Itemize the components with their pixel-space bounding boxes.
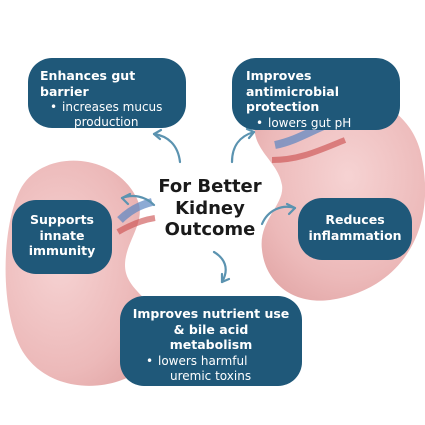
curved-arrow-icon: [230, 130, 256, 164]
benefit-bullet: • lowers harmful uremic toxins: [132, 354, 290, 384]
benefit-nutrient-use: Improves nutrient use & bile acid metabo…: [120, 296, 302, 386]
bullet-icon: •: [256, 115, 264, 130]
benefit-bullet-text: production: [74, 115, 139, 130]
bullet-icon: •: [50, 100, 58, 115]
benefit-title: Improves nutrient use: [132, 306, 290, 321]
center-title-line3: Outcome: [164, 219, 256, 241]
benefit-title: Reduces: [325, 212, 385, 227]
benefit-bullet-text: lowers gut pH: [268, 115, 352, 130]
benefit-innate-immunity: Supports innate immunity: [12, 200, 112, 274]
benefit-bullet-text: lowers harmful: [158, 353, 248, 368]
vessel-left-icon: [117, 198, 154, 223]
benefit-antimicrobial: Improves antimicrobial protection • lower…: [232, 58, 400, 130]
curved-arrow-icon: [212, 250, 227, 284]
benefit-title: Improves antimicrobial: [246, 68, 340, 99]
benefit-bullet: • increases mucus production: [40, 100, 174, 130]
benefit-title: immunity: [28, 243, 96, 259]
benefit-bullet-text: uremic toxins: [170, 368, 252, 383]
center-title: For Better Kidney Outcome: [140, 176, 280, 241]
benefit-gut-barrier: Enhances gut barrier • increases mucus pr…: [28, 58, 186, 130]
benefit-bullet-text: increases mucus: [62, 100, 163, 115]
curved-arrow-icon: [152, 132, 182, 164]
benefit-title: Enhances gut barrier: [40, 68, 136, 99]
center-title-line1: For Better: [158, 176, 262, 197]
benefit-title: & bile acid metabolism: [169, 321, 253, 353]
benefit-inflammation: Reduces inflammation: [298, 198, 412, 260]
bullet-icon: •: [146, 353, 154, 368]
center-title-line2: Kidney: [175, 197, 245, 219]
benefit-title: Supports: [30, 212, 94, 227]
benefit-title: innate: [39, 227, 85, 243]
benefit-bullet: • lowers gut pH: [246, 116, 388, 131]
benefit-title: inflammation: [308, 227, 402, 243]
benefit-title: protection: [246, 99, 320, 115]
